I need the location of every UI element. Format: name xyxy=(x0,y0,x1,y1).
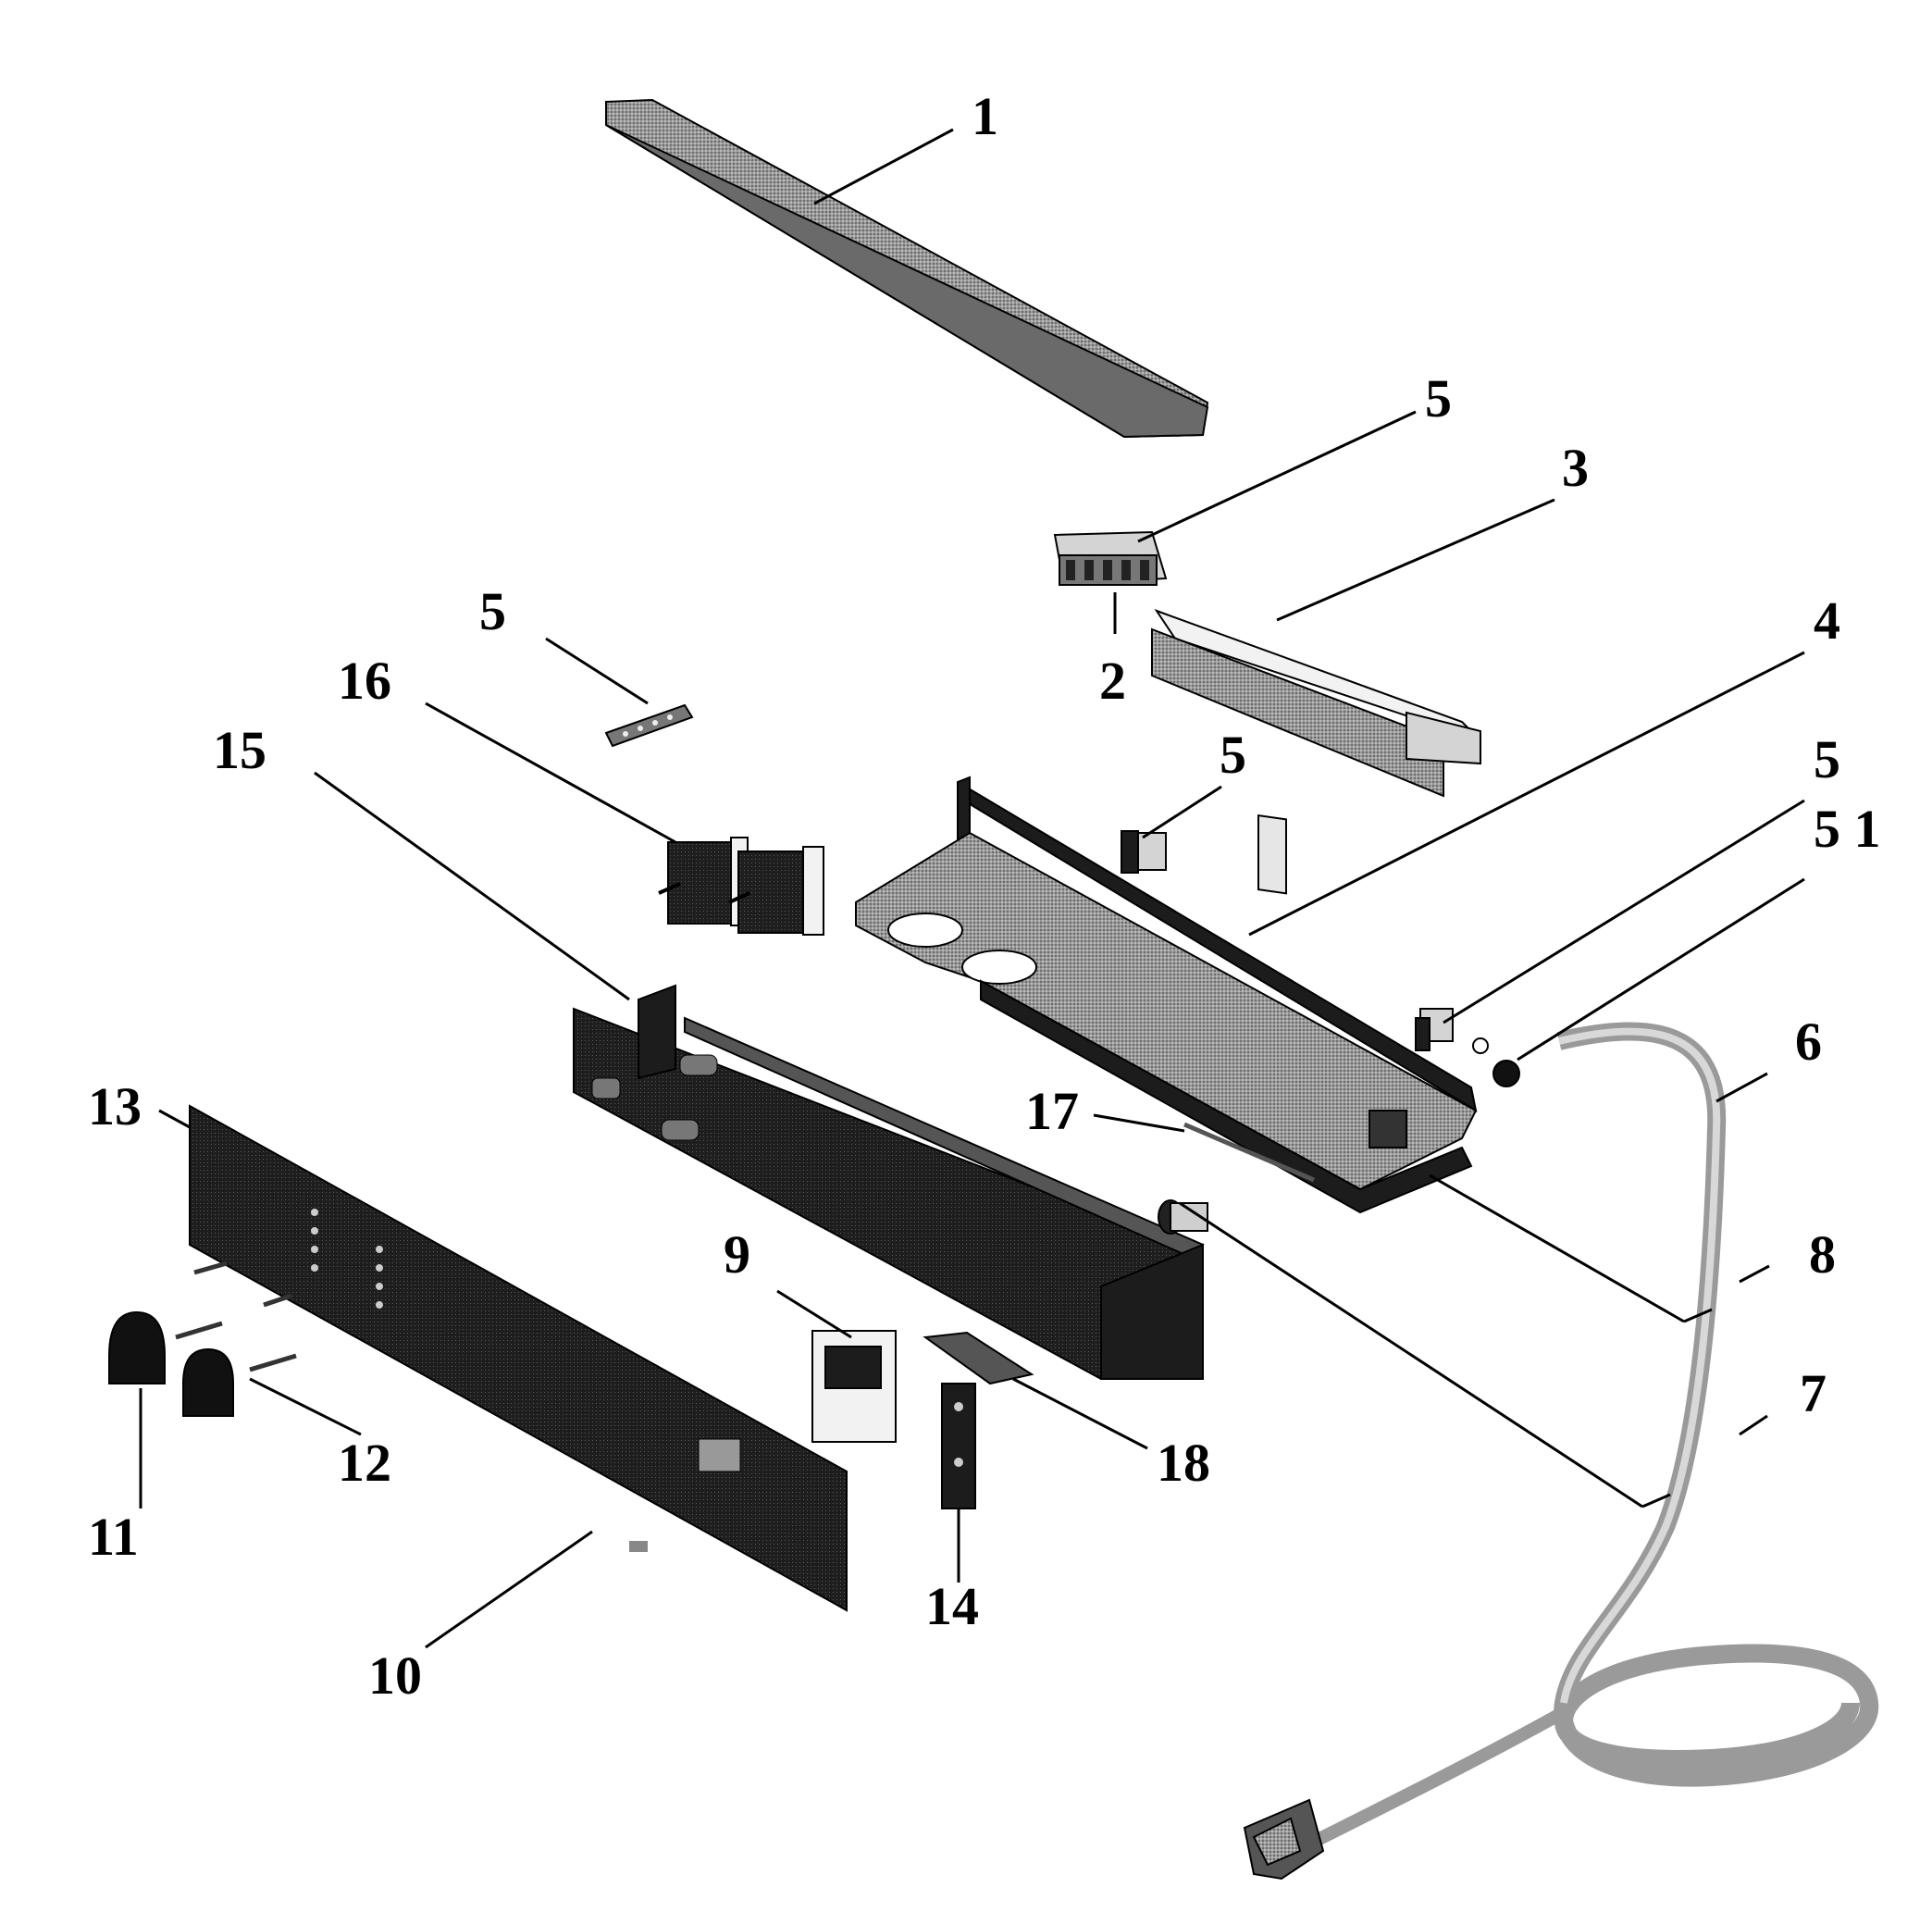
base-tray-part xyxy=(855,776,1478,1214)
callout-51: 5 1 xyxy=(1814,799,1881,859)
callout-4: 4 xyxy=(1814,590,1840,651)
cable-channel-part xyxy=(1151,609,1481,895)
front-housing-part xyxy=(573,984,1205,1380)
callout-5-mid: 5 xyxy=(1220,725,1246,785)
callout-14: 14 xyxy=(925,1576,979,1636)
knob-part xyxy=(108,1310,234,1417)
callout-3: 3 xyxy=(1562,438,1589,498)
callout-8: 8 xyxy=(1809,1224,1836,1285)
terminal-block-part xyxy=(1053,530,1168,587)
callout-15: 15 xyxy=(213,720,266,780)
callout-17: 17 xyxy=(1025,1081,1079,1141)
callout-13: 13 xyxy=(88,1076,142,1136)
callout-5-left: 5 xyxy=(479,581,506,641)
small-terminal-strip-part xyxy=(604,703,694,748)
callout-1: 1 xyxy=(972,86,998,146)
callout-10: 10 xyxy=(368,1645,422,1706)
callout-5-top: 5 xyxy=(1425,368,1452,428)
top-cover-part xyxy=(605,98,1209,439)
callout-16: 16 xyxy=(338,651,391,711)
switch-modules-part xyxy=(658,837,824,936)
callout-18: 18 xyxy=(1157,1433,1210,1493)
callout-labels: 1 5 3 2 5 16 15 4 5 5 5 1 6 13 17 8 9 7 … xyxy=(88,86,1881,1706)
screw-part xyxy=(629,1541,648,1552)
callout-2: 2 xyxy=(1099,651,1126,711)
callout-11: 11 xyxy=(88,1507,139,1567)
callout-9: 9 xyxy=(724,1224,750,1285)
bracket-part xyxy=(923,1331,1034,1385)
control-panel-part xyxy=(189,1104,848,1612)
grommet-part xyxy=(1472,1037,1520,1087)
power-cable-part xyxy=(1243,1022,1879,1881)
connector-clip-part xyxy=(1121,830,1454,1051)
callout-5-right: 5 xyxy=(1814,729,1840,789)
leader-lines xyxy=(139,128,1805,1649)
display-module-part xyxy=(811,1330,897,1443)
callout-6: 6 xyxy=(1795,1012,1822,1072)
callout-12: 12 xyxy=(338,1433,391,1493)
mounting-plate-part xyxy=(941,1383,976,1509)
rod-part xyxy=(1183,1122,1315,1183)
shaft-part xyxy=(175,1260,297,1372)
callout-7: 7 xyxy=(1800,1363,1827,1423)
